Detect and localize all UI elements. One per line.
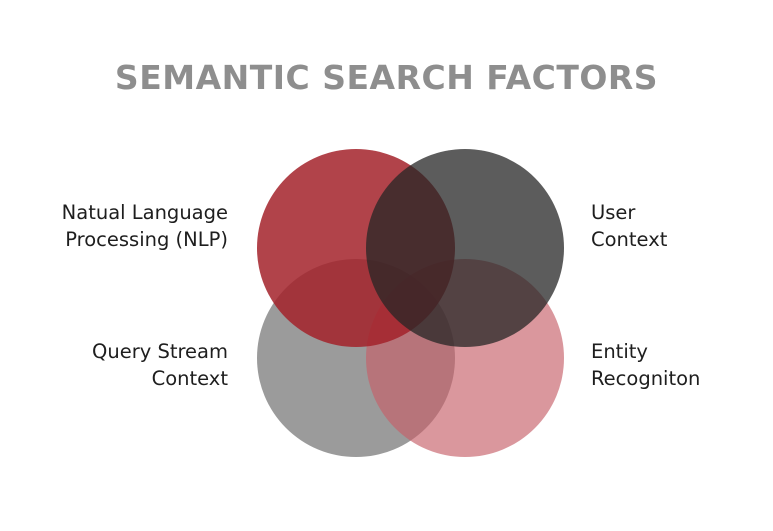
label-query-line-2: Context xyxy=(151,367,228,390)
label-nlp-line-1: Natual Language xyxy=(61,201,228,224)
label-query-line-1: Query Stream xyxy=(91,340,228,363)
label-entity-recognition: Entity Recogniton xyxy=(591,338,700,392)
label-user-line-2: Context xyxy=(591,228,668,251)
label-user-line-1: User xyxy=(591,201,636,224)
label-entity-line-1: Entity xyxy=(591,340,648,363)
diagram-title: SEMANTIC SEARCH FACTORS xyxy=(114,58,659,97)
label-nlp-line-2: Processing (NLP) xyxy=(65,228,228,251)
label-natural-language-processing: Natual Language Processing (NLP) xyxy=(62,199,228,253)
label-entity-line-2: Recogniton xyxy=(591,367,701,390)
label-query-stream-context: Query Stream Context xyxy=(92,338,228,392)
circle-user-context xyxy=(366,149,564,347)
label-user-context: User Context xyxy=(591,199,667,253)
